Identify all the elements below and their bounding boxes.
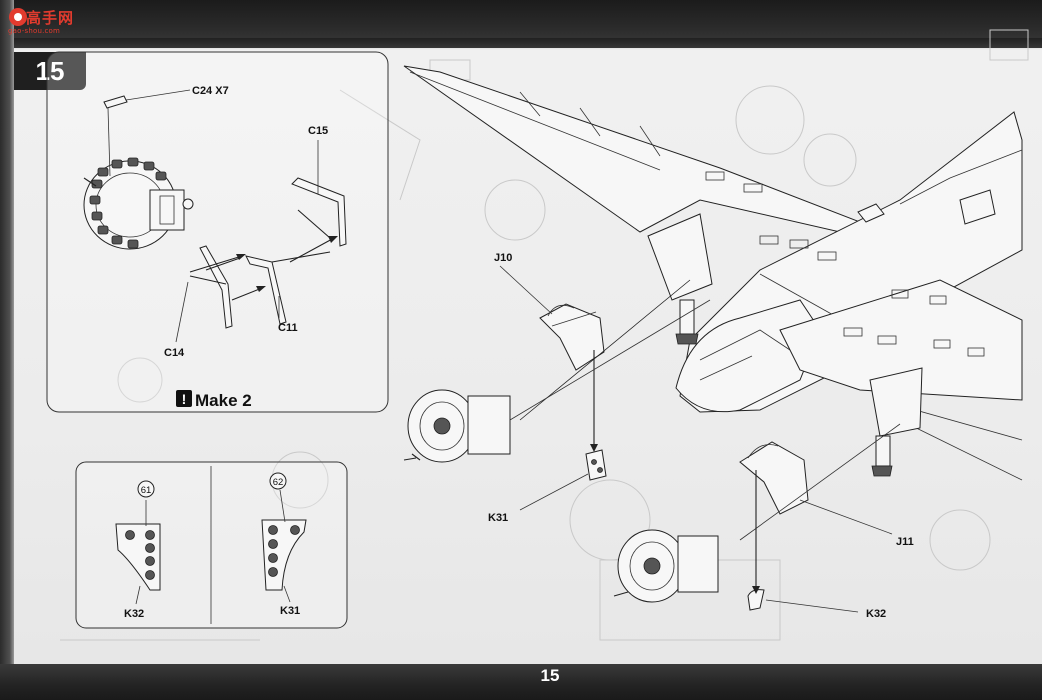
part-k31-main [519,350,607,511]
label-j11: J11 [896,536,914,548]
label-c14: C14 [164,347,185,359]
callout-62 [269,472,287,490]
markings-panel: 61 K32 62 K31 [75,461,348,629]
assembly-arrows [189,236,338,301]
part-c11 [245,251,331,325]
wing-port [403,65,862,233]
make-note: ! Make 2 [176,390,252,410]
part-c14 [175,245,241,343]
top-band-shadow [0,38,1042,50]
top-band [0,0,1042,48]
bottom-band [0,664,1042,700]
part-j11 [739,441,809,515]
marking-plate-k31 [261,489,307,603]
engine-icon [83,157,194,250]
watermark-text: 高手网 [26,9,75,27]
watermark-emblem-icon [9,8,27,26]
part-k32-main [747,470,859,613]
label-k32-main: K32 [866,608,886,620]
part-j10 [539,303,605,371]
part-c24 [103,89,191,177]
label-c15: C15 [308,125,328,137]
cowling-icon [499,265,691,421]
nacelle-starboard [869,367,923,437]
callout-61-number: 61 [141,485,152,496]
aircraft-icon [403,65,1023,481]
make-note-text: Make 2 [195,391,252,410]
wing-starboard [779,279,1023,401]
callout-62-number: 62 [273,477,284,488]
page-number: 15 [540,666,560,685]
markings-panel-frame [75,461,348,629]
subassembly-panel-frame [46,51,389,413]
label-j10: J10 [494,252,512,264]
marking-plate-k32 [115,500,161,605]
label-k31-main: K31 [488,512,508,524]
cockpit [675,299,821,413]
cowling-icon [739,423,901,541]
watermark-url: gao-shou.com [8,27,61,35]
label-k32-detail: K32 [124,608,144,620]
callout-61 [137,480,155,498]
step-number: 15 [14,52,86,90]
label-c11: C11 [278,322,298,334]
label-k31-detail: K31 [280,605,300,617]
engine-icon [613,529,719,603]
exclamation-icon [176,390,192,407]
watermark-logo: 高手网 gao-shou.com [4,3,78,39]
engine-icon [403,299,711,463]
exclamation-icon-glyph: ! [182,391,187,407]
label-c24: C24 X7 [192,85,229,97]
subassembly-panel: C24 X7 C15 C11 C14 ! Make 2 [46,51,389,413]
left-band [0,0,14,700]
part-c15 [291,140,347,247]
nacelle-port [647,213,713,301]
